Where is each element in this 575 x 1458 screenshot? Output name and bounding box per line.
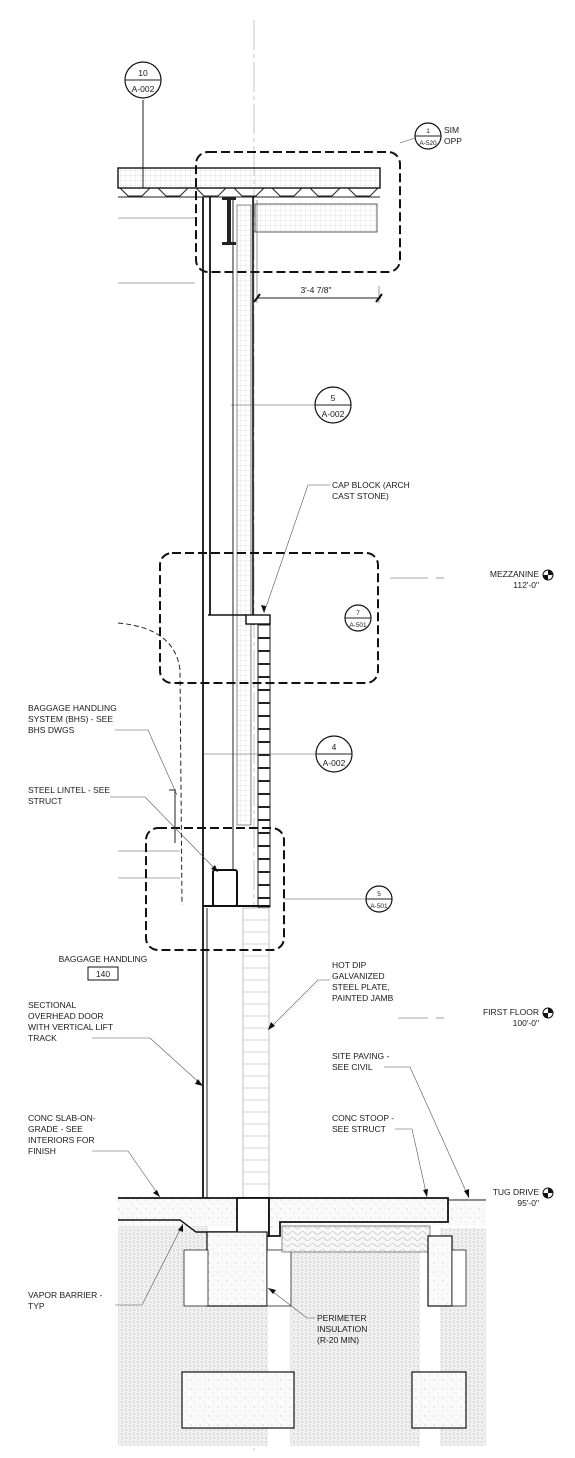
level-marker-mezzanine: MEZZANINE 112'-0" bbox=[390, 569, 554, 590]
detail-box-mezzanine bbox=[159, 552, 379, 684]
note-overhead-door: SECTIONAL OVERHEAD DOOR WITH VERTICAL LI… bbox=[28, 1000, 204, 1087]
svg-text:4: 4 bbox=[332, 742, 337, 752]
svg-text:CAP BLOCK (ARCH: CAP BLOCK (ARCH bbox=[332, 480, 410, 490]
svg-text:STEEL PLATE,: STEEL PLATE, bbox=[332, 982, 390, 992]
svg-text:95'-0": 95'-0" bbox=[517, 1198, 539, 1208]
detail-bubble-1: 1 A-520 SIM OPP bbox=[399, 122, 462, 150]
svg-text:INSULATION: INSULATION bbox=[317, 1324, 367, 1334]
svg-text:FIRST FLOOR: FIRST FLOOR bbox=[483, 1007, 539, 1017]
svg-text:PAINTED JAMB: PAINTED JAMB bbox=[332, 993, 394, 1003]
svg-text:BHS DWGS: BHS DWGS bbox=[28, 725, 75, 735]
note-steel-lintel: STEEL LINTEL - SEE STRUCT bbox=[28, 785, 219, 873]
svg-text:TYP: TYP bbox=[28, 1301, 45, 1311]
section-bubble-10: 10 A-002 bbox=[124, 61, 162, 188]
svg-text:A-520: A-520 bbox=[419, 140, 437, 147]
svg-text:SYSTEM (BHS) - SEE: SYSTEM (BHS) - SEE bbox=[28, 714, 113, 724]
svg-text:5: 5 bbox=[377, 891, 381, 898]
svg-text:SECTIONAL: SECTIONAL bbox=[28, 1000, 76, 1010]
dimension-string: 3'-4 7/8" bbox=[253, 200, 383, 303]
svg-text:TUG DRIVE: TUG DRIVE bbox=[493, 1187, 540, 1197]
detail-bubble-5-a501: 5 A-501 bbox=[284, 885, 393, 913]
svg-text:A-501: A-501 bbox=[370, 903, 388, 910]
svg-text:CAST STONE): CAST STONE) bbox=[332, 491, 389, 501]
svg-text:SEE CIVIL: SEE CIVIL bbox=[332, 1062, 373, 1072]
svg-text:1: 1 bbox=[426, 128, 430, 135]
svg-text:10: 10 bbox=[138, 68, 148, 78]
svg-text:BAGGAGE HANDLING: BAGGAGE HANDLING bbox=[28, 703, 117, 713]
note-perimeter-insulation: PERIMETER INSULATION (R-20 MIN) bbox=[267, 1287, 367, 1345]
note-slab-on-grade: CONC SLAB-ON- GRADE - SEE INTERIORS FOR … bbox=[28, 1113, 161, 1198]
svg-text:GALVANIZED: GALVANIZED bbox=[332, 971, 385, 981]
dimension-text: 3'-4 7/8" bbox=[300, 285, 331, 295]
svg-text:100'-0": 100'-0" bbox=[513, 1018, 539, 1028]
svg-text:A-002: A-002 bbox=[132, 84, 155, 94]
level-marker-tug-drive: TUG DRIVE 95'-0" bbox=[493, 1187, 554, 1208]
svg-text:GRADE - SEE: GRADE - SEE bbox=[28, 1124, 83, 1134]
detail-box-lintel bbox=[145, 827, 285, 951]
steel-beam bbox=[222, 197, 236, 245]
foundation bbox=[118, 1197, 486, 1446]
level-marker-first-floor: FIRST FLOOR 100'-0" bbox=[398, 1007, 554, 1028]
svg-text:140: 140 bbox=[96, 969, 110, 979]
svg-text:OPP: OPP bbox=[444, 136, 462, 146]
wall-assembly bbox=[202, 197, 254, 1198]
baggage-handling-tag: BAGGAGE HANDLING 140 bbox=[59, 954, 148, 981]
svg-text:A-501: A-501 bbox=[349, 622, 367, 629]
cap-block bbox=[245, 614, 271, 625]
svg-text:FINISH: FINISH bbox=[28, 1146, 56, 1156]
svg-text:VAPOR BARRIER -: VAPOR BARRIER - bbox=[28, 1290, 103, 1300]
bhs-conveyor bbox=[117, 622, 183, 906]
note-vapor-barrier: VAPOR BARRIER - TYP bbox=[28, 1223, 184, 1311]
note-cap-block: CAP BLOCK (ARCH CAST STONE) bbox=[261, 480, 410, 614]
svg-text:WITH VERTICAL LIFT: WITH VERTICAL LIFT bbox=[28, 1022, 113, 1032]
svg-text:HOT DIP: HOT DIP bbox=[332, 960, 367, 970]
svg-text:BAGGAGE HANDLING: BAGGAGE HANDLING bbox=[59, 954, 148, 964]
svg-text:SIM: SIM bbox=[444, 125, 459, 135]
svg-text:STRUCT: STRUCT bbox=[28, 796, 62, 806]
svg-text:CONC SLAB-ON-: CONC SLAB-ON- bbox=[28, 1113, 96, 1123]
svg-text:112'-0": 112'-0" bbox=[513, 580, 539, 590]
roof-deck bbox=[117, 167, 381, 284]
svg-text:SEE STRUCT: SEE STRUCT bbox=[332, 1124, 386, 1134]
detail-box-roof bbox=[195, 151, 401, 273]
svg-text:TRACK: TRACK bbox=[28, 1033, 57, 1043]
svg-text:MEZZANINE: MEZZANINE bbox=[490, 569, 539, 579]
note-hot-dip: HOT DIP GALVANIZED STEEL PLATE, PAINTED … bbox=[267, 960, 394, 1031]
svg-text:5: 5 bbox=[331, 393, 336, 403]
svg-text:SITE PAVING -: SITE PAVING - bbox=[332, 1051, 389, 1061]
svg-text:A-002: A-002 bbox=[323, 758, 346, 768]
note-site-paving: SITE PAVING - SEE CIVIL bbox=[332, 1051, 470, 1199]
masonry-veneer bbox=[242, 624, 271, 1199]
svg-text:CONC STOOP -: CONC STOOP - bbox=[332, 1113, 394, 1123]
svg-text:PERIMETER: PERIMETER bbox=[317, 1313, 367, 1323]
svg-text:7: 7 bbox=[356, 610, 360, 617]
steel-lintel bbox=[203, 869, 270, 907]
svg-text:(R-20 MIN): (R-20 MIN) bbox=[317, 1335, 359, 1345]
note-bhs: BAGGAGE HANDLING SYSTEM (BHS) - SEE BHS … bbox=[28, 703, 178, 796]
note-conc-stoop: CONC STOOP - SEE STRUCT bbox=[332, 1113, 428, 1198]
section-bubble-4: 4 A-002 bbox=[203, 735, 353, 773]
section-bubble-5-a002: 5 A-002 bbox=[231, 386, 352, 424]
svg-text:OVERHEAD DOOR: OVERHEAD DOOR bbox=[28, 1011, 104, 1021]
svg-text:STEEL LINTEL - SEE: STEEL LINTEL - SEE bbox=[28, 785, 110, 795]
detail-bubble-7: 7 A-501 bbox=[344, 604, 372, 632]
svg-text:A-002: A-002 bbox=[322, 409, 345, 419]
svg-text:INTERIORS FOR: INTERIORS FOR bbox=[28, 1135, 95, 1145]
